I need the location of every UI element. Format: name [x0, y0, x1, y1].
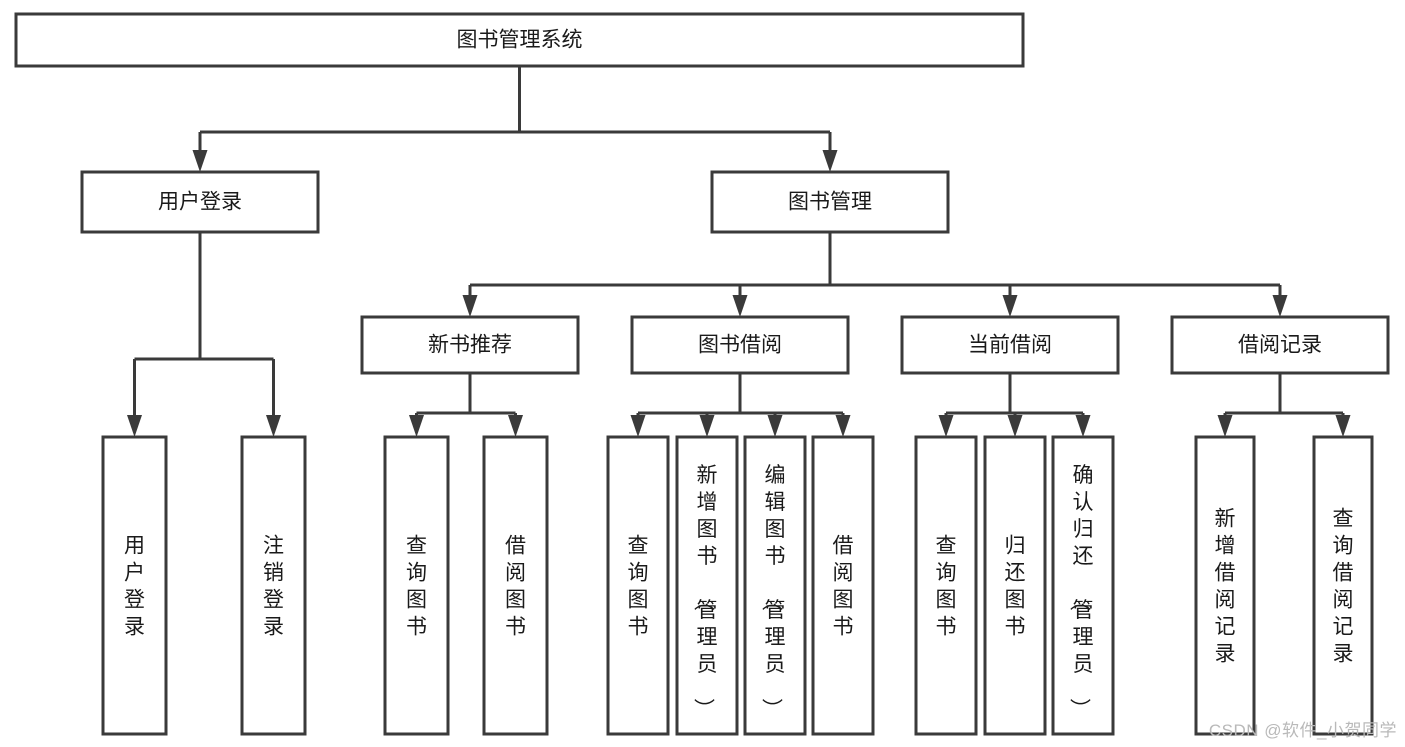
node-label: 借阅图书 [833, 535, 854, 639]
arrow-head-icon [1075, 415, 1091, 437]
node-leaf-query-record[interactable]: 查询借阅记录 [1312, 435, 1374, 736]
node-label: 用户登录 [124, 535, 145, 639]
node-label: 确认归还（管理员） [1068, 464, 1094, 719]
node-box[interactable] [80, 170, 320, 234]
node-leaf-confirm-return[interactable]: 确认归还（管理员） [1051, 435, 1115, 736]
connector-group [127, 232, 281, 437]
node-label: 借阅图书 [505, 535, 526, 639]
arrow-head-icon [462, 295, 478, 317]
arrow-head-icon [508, 415, 523, 437]
node-label: 新增借阅记录 [1215, 508, 1236, 666]
arrow-head-icon [1272, 295, 1288, 317]
node-label: 用户登录 [158, 191, 242, 214]
node-box[interactable] [1312, 435, 1374, 736]
node-leaf-edit-book[interactable]: 编辑图书（管理员） [743, 435, 807, 736]
node-box[interactable] [983, 435, 1047, 736]
node-leaf-return-book[interactable]: 归还图书 [983, 435, 1047, 736]
node-box[interactable] [743, 435, 807, 736]
node-box[interactable] [900, 315, 1120, 375]
node-leaf-add-record[interactable]: 新增借阅记录 [1194, 435, 1256, 736]
node-n-user-login[interactable]: 用户登录 [80, 170, 320, 234]
node-n-new-book-rec[interactable]: 新书推荐 [360, 315, 580, 375]
node-n-borrow-record[interactable]: 借阅记录 [1170, 315, 1390, 375]
node-label: 图书借阅 [698, 334, 782, 357]
node-label: 图书管理 [788, 191, 872, 214]
node-box[interactable] [914, 435, 978, 736]
node-n-book-borrow[interactable]: 图书借阅 [630, 315, 850, 375]
node-box[interactable] [710, 170, 950, 234]
node-label: 当前借阅 [968, 334, 1052, 357]
node-box[interactable] [675, 435, 739, 736]
node-leaf-query-book-2[interactable]: 查询图书 [606, 435, 670, 736]
arrow-head-icon [767, 415, 783, 437]
node-label: 查询图书 [628, 535, 649, 639]
node-label: 新增图书（管理员） [692, 464, 718, 719]
connector-group [938, 373, 1091, 437]
arrow-head-icon [699, 415, 715, 437]
arrow-head-icon [1217, 415, 1233, 437]
arrow-head-icon [1002, 295, 1018, 317]
arrow-head-icon [409, 415, 424, 437]
arrow-head-icon [127, 415, 142, 437]
node-box[interactable] [1194, 435, 1256, 736]
node-label: 查询借阅记录 [1333, 508, 1354, 666]
node-box[interactable] [630, 315, 850, 375]
connector-group [409, 373, 523, 437]
node-label: 查询图书 [406, 535, 427, 639]
node-leaf-query-book-3[interactable]: 查询图书 [914, 435, 978, 736]
node-box[interactable] [383, 435, 450, 736]
arrow-head-icon [192, 150, 208, 172]
node-n-book-manage[interactable]: 图书管理 [710, 170, 950, 234]
node-box[interactable] [240, 435, 307, 736]
arrow-head-icon [1335, 415, 1351, 437]
node-leaf-add-book[interactable]: 新增图书（管理员） [675, 435, 739, 736]
connector-layer [127, 66, 1351, 437]
watermark-label: CSDN @软件_小贺同学 [1208, 721, 1397, 740]
arrow-head-icon [1007, 415, 1023, 437]
node-leaf-borrow-book-2[interactable]: 借阅图书 [811, 435, 875, 736]
node-leaf-borrow-book-1[interactable]: 借阅图书 [482, 435, 549, 736]
node-root[interactable]: 图书管理系统 [14, 12, 1025, 68]
arrow-head-icon [732, 295, 748, 317]
node-leaf-logout-login[interactable]: 注销登录 [240, 435, 307, 736]
node-label: 编辑图书（管理员） [760, 464, 786, 719]
connector-group [630, 373, 851, 437]
node-box[interactable] [606, 435, 670, 736]
node-label: 归还图书 [1005, 535, 1026, 639]
node-box[interactable] [360, 315, 580, 375]
connector-group [192, 66, 838, 172]
node-box[interactable] [482, 435, 549, 736]
connector-group [1217, 373, 1351, 437]
node-n-current-borrow[interactable]: 当前借阅 [900, 315, 1120, 375]
node-leaf-query-book-1[interactable]: 查询图书 [383, 435, 450, 736]
node-layer: 图书管理系统用户登录图书管理新书推荐图书借阅当前借阅借阅记录用户登录注销登录查询… [14, 12, 1390, 736]
node-label: 查询图书 [936, 535, 957, 639]
node-label: 借阅记录 [1238, 334, 1322, 357]
node-label: 图书管理系统 [457, 29, 583, 52]
node-box[interactable] [101, 435, 168, 736]
node-box[interactable] [1170, 315, 1390, 375]
node-leaf-user-login[interactable]: 用户登录 [101, 435, 168, 736]
connector-group [462, 232, 1288, 317]
node-box[interactable] [1051, 435, 1115, 736]
arrow-head-icon [630, 415, 646, 437]
arrow-head-icon [266, 415, 281, 437]
node-label: 新书推荐 [428, 334, 512, 357]
arrow-head-icon [938, 415, 954, 437]
node-label: 注销登录 [263, 535, 284, 639]
node-box[interactable] [811, 435, 875, 736]
node-box[interactable] [14, 12, 1025, 68]
arrow-head-icon [822, 150, 838, 172]
arrow-head-icon [835, 415, 851, 437]
